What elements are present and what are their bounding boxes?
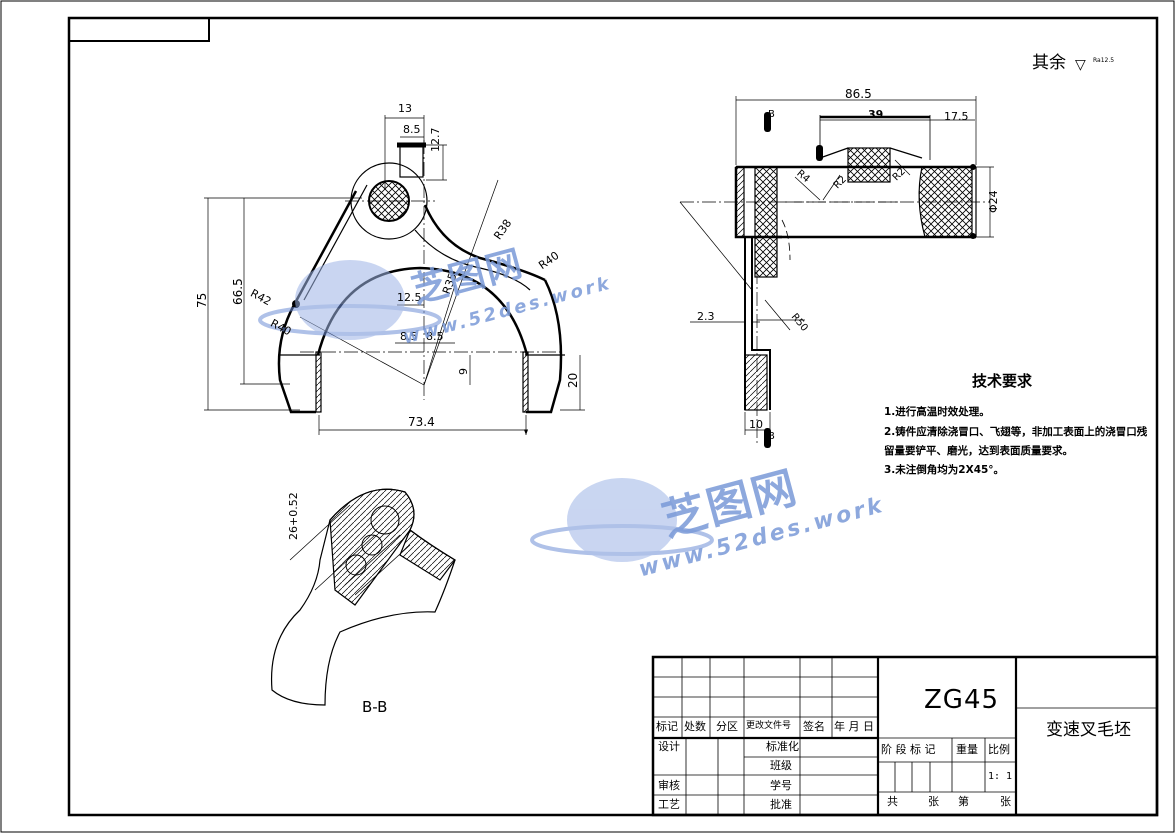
tech-note-2: 2.铸件应清除浇冒口、飞翅等，非加工表面上的浇冒口残 [884, 426, 1148, 438]
dim-9: 9 [457, 368, 470, 375]
dim-26: 26+0.52 [287, 492, 300, 540]
dim-73-4: 73.4 [408, 415, 435, 429]
section-mark-b-bottom: B [768, 431, 775, 442]
dim-phi24: Φ24 [987, 190, 1000, 213]
tech-note-2-cont: 留量要铲平、磨光，达到表面质量要求。 [884, 445, 1073, 457]
dim-20: 20 [566, 372, 580, 388]
tb-standardization: 标准化 [766, 740, 799, 753]
dim-2-3: 2.3 [697, 310, 715, 323]
tech-note-3: 3.未注倒角均为2X45°。 [884, 464, 1005, 476]
tech-requirements-title: 技术要求 [972, 372, 1033, 390]
tb-process: 工艺 [658, 798, 680, 811]
roughness-check-icon: ▽ [1075, 57, 1086, 73]
tb-review: 审核 [658, 779, 680, 792]
tb-total: 共 [887, 795, 898, 808]
tb-sheet-no: 第 [958, 795, 969, 808]
part-name: 变速叉毛坯 [1046, 720, 1131, 740]
material-label: ZG45 [924, 685, 1000, 715]
dim-8-5-top: 8.5 [403, 123, 421, 136]
tb-scale-label: 比例 [988, 743, 1010, 756]
front-view [204, 115, 585, 435]
section-mark-b-top: B [768, 109, 775, 120]
tb-header-count: 处数 [684, 720, 706, 733]
title-block [651, 655, 1159, 817]
tb-header-change-doc: 更改文件号 [746, 721, 792, 731]
tb-sheets-1: 张 [928, 795, 939, 808]
tb-class: 班级 [770, 759, 792, 772]
section-label-b-b: B-B [362, 698, 388, 716]
dim-8-5-b: 8.5 [426, 330, 444, 343]
dim-10: 10 [749, 418, 763, 431]
dim-66-5: 66.5 [231, 278, 245, 305]
dim-75: 75 [195, 292, 209, 308]
corner-box [68, 17, 210, 42]
inner-border [67, 16, 1159, 817]
dim-12-5: 12.5 [397, 291, 422, 304]
side-view [679, 96, 994, 445]
dim-86-5: 86.5 [845, 87, 872, 101]
tb-header-zone: 分区 [716, 720, 738, 733]
watermark-globe-icon [258, 260, 714, 562]
section-b-b [270, 488, 456, 706]
tb-header-date: 年 月 日 [834, 720, 874, 733]
tb-sheets-2: 张 [1000, 795, 1011, 808]
tb-header-signature: 签名 [803, 720, 825, 733]
dim-39: 39 [868, 108, 884, 121]
tech-note-1: 1.进行高温时效处理。 [884, 406, 990, 418]
tb-weight: 重量 [956, 743, 978, 756]
dim-12-7: 12.7 [429, 127, 442, 153]
dim-17-5: 17.5 [944, 110, 969, 123]
roughness-prefix: 其余 [1032, 53, 1066, 73]
tb-stage-mark: 阶 段 标 记 [881, 743, 936, 756]
dim-13: 13 [398, 102, 412, 115]
tb-header-mark: 标记 [656, 720, 678, 733]
tb-scale-value: 1: 1 [988, 771, 1013, 782]
tb-design: 设计 [658, 740, 680, 753]
dim-8-5-a: 8.5 [400, 330, 418, 343]
tb-student-id: 学号 [770, 779, 792, 792]
roughness-value: Ra12.5 [1093, 57, 1115, 64]
tb-approval: 批准 [770, 798, 792, 811]
